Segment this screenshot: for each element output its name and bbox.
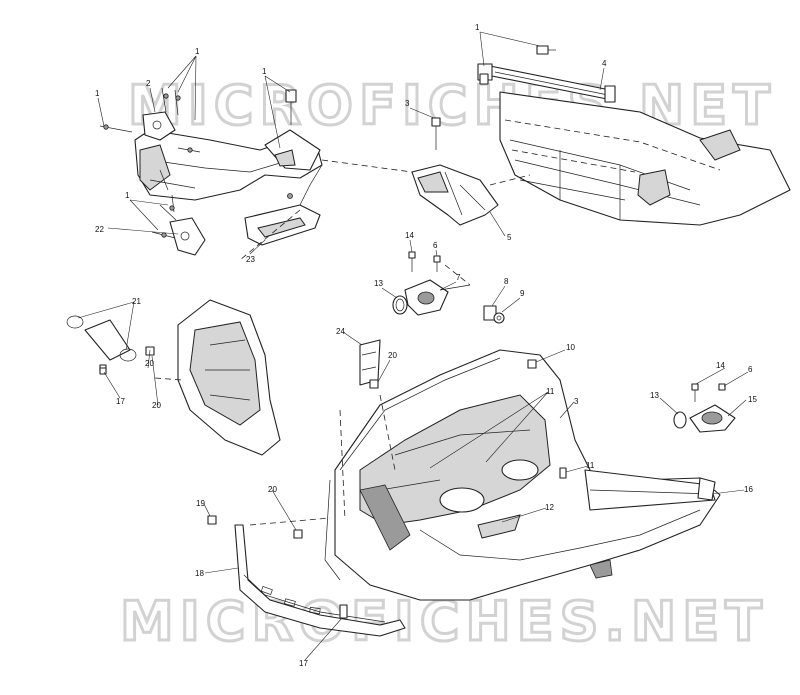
callout-20-left-top: 20 — [145, 359, 154, 368]
callout-13-center: 13 — [374, 279, 383, 288]
part-18-bumper — [234, 524, 406, 637]
callout-17-left: 17 — [116, 397, 125, 406]
callout-1-lower-left: 1 — [125, 191, 130, 200]
callout-24: 24 — [336, 327, 345, 336]
part-3-bolt-top — [431, 117, 441, 150]
callout-16: 16 — [744, 485, 753, 494]
left-side-panel — [177, 299, 281, 456]
callout-18: 18 — [195, 569, 204, 578]
callout-labels: 1 4 1 2 1 1 3 1 22 23 5 14 6 13 7 8 9 21… — [95, 23, 757, 668]
callout-1-frame: 1 — [262, 67, 267, 76]
part-12-bracket — [477, 514, 521, 539]
watermark-top: MICROFICHES.NET — [128, 74, 776, 137]
callout-5: 5 — [507, 233, 512, 242]
link-5-to-chassis — [489, 174, 531, 186]
link-24-down — [379, 394, 396, 471]
part-24-bracket — [359, 339, 381, 389]
part-5-bracket — [411, 164, 499, 226]
callout-9: 9 — [520, 289, 525, 298]
callout-15: 15 — [748, 395, 757, 404]
link-24-to-hood — [339, 409, 346, 521]
callout-19: 19 — [196, 499, 205, 508]
part-1-fasteners-top — [479, 45, 556, 85]
part-22-bracket — [169, 217, 206, 256]
leader-lines — [77, 31, 749, 661]
callout-13-right: 13 — [650, 391, 659, 400]
link-23-down — [239, 209, 301, 261]
callout-6-center: 6 — [433, 241, 438, 250]
rear-chassis — [499, 91, 791, 226]
part-15-housing — [673, 383, 736, 433]
callout-12: 12 — [545, 503, 554, 512]
callout-6-right: 6 — [748, 365, 753, 374]
callout-2: 2 — [146, 79, 151, 88]
part-1-fasteners-left — [99, 87, 297, 239]
callout-22: 22 — [95, 225, 104, 234]
part-21-tube-clamps — [66, 315, 155, 373]
front-frame — [134, 111, 323, 201]
link-bumper-to-hood — [249, 517, 331, 526]
callout-21: 21 — [132, 297, 141, 306]
part-16-trim — [697, 477, 716, 501]
callout-23: 23 — [246, 255, 255, 264]
callout-20-left: 20 — [152, 401, 161, 410]
callout-10: 10 — [566, 343, 575, 352]
callout-17-bottom: 17 — [299, 659, 308, 668]
callout-1-top-left: 1 — [195, 47, 200, 56]
callout-20-center: 20 — [388, 351, 397, 360]
callout-8: 8 — [504, 277, 509, 286]
callout-1-top-right: 1 — [475, 23, 480, 32]
callout-4: 4 — [602, 59, 607, 68]
callout-14-center: 14 — [405, 231, 414, 240]
callout-20-lower: 20 — [268, 485, 277, 494]
link-6-to-7 — [444, 264, 471, 286]
callout-3-top: 3 — [405, 99, 410, 108]
callout-11-right: 11 — [586, 461, 595, 470]
callout-11-top: 11 — [546, 387, 555, 396]
callout-3-hood: 3 — [574, 397, 579, 406]
callout-14-right: 14 — [716, 361, 725, 370]
callout-1-far-left: 1 — [95, 89, 100, 98]
main-hood — [324, 349, 721, 601]
callout-7: 7 — [456, 273, 461, 282]
center-fasteners — [392, 251, 505, 324]
link-21-to-panel — [154, 377, 183, 381]
link-frame-to-5 — [321, 159, 413, 173]
